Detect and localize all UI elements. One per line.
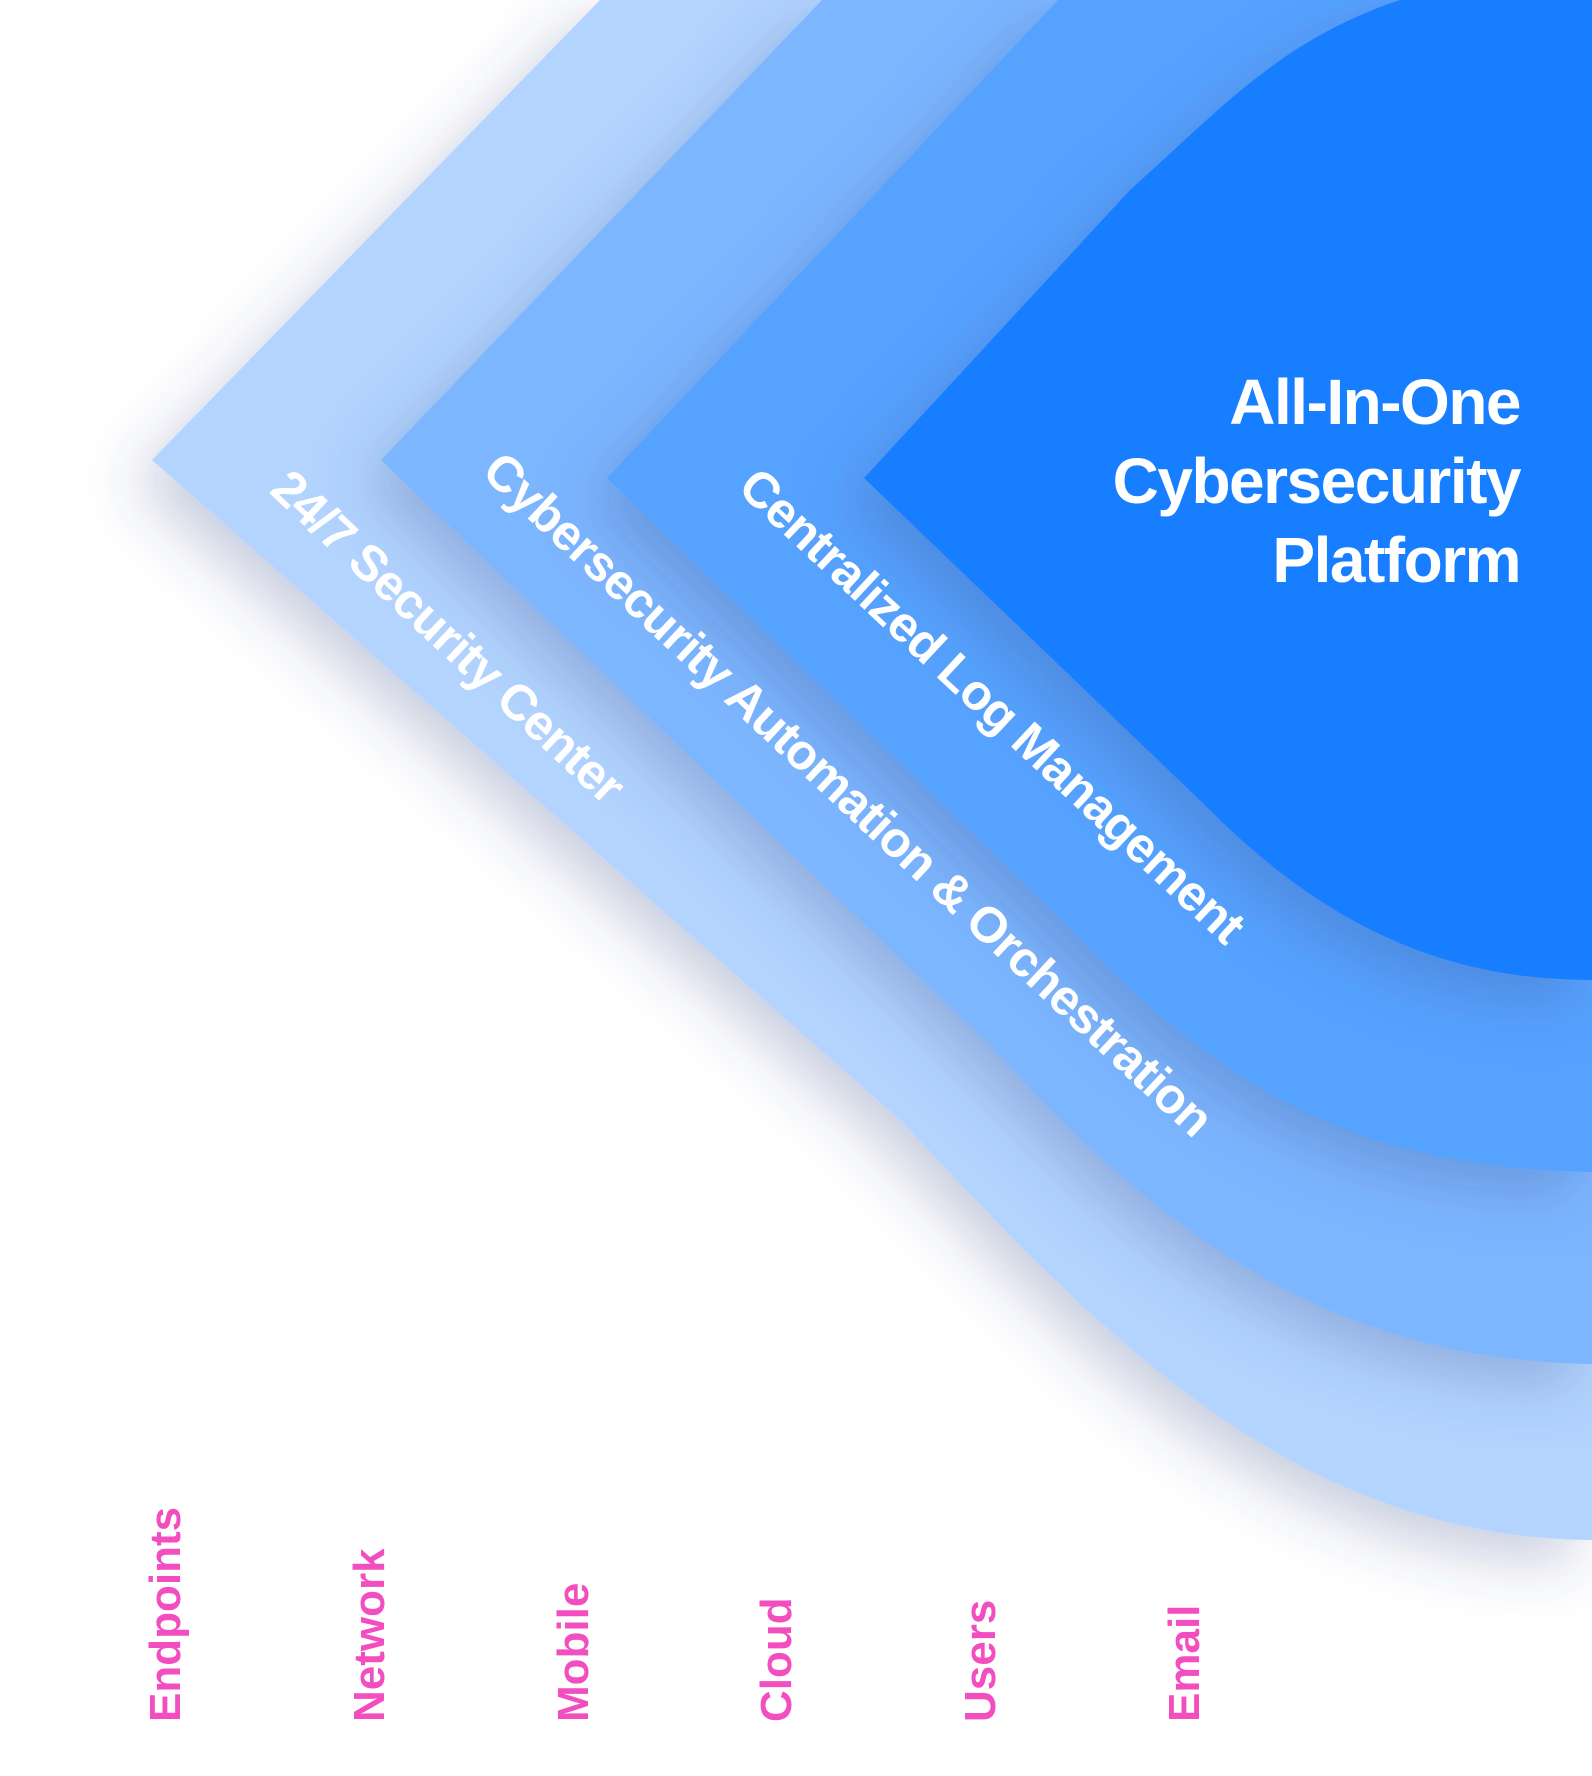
source-label-endpoints: Endpoints: [141, 1507, 190, 1722]
layer-core-platform: [864, 0, 1592, 980]
source-lines: [213, 520, 1236, 1722]
source-label-network: Network: [345, 1548, 394, 1722]
source-label-cloud: Cloud: [752, 1597, 801, 1722]
source-label-users: Users: [956, 1600, 1005, 1722]
title-line-2: Cybersecurity: [1113, 445, 1522, 517]
title-line-3: Platform: [1272, 524, 1520, 596]
source-labels: Endpoints Network Mobile Cloud Users Ema…: [141, 1507, 1209, 1722]
source-label-mobile: Mobile: [549, 1583, 598, 1722]
source-label-email: Email: [1160, 1605, 1209, 1722]
layers: [152, 0, 1592, 1540]
title-line-1: All-In-One: [1229, 366, 1520, 438]
platform-title: All-In-One Cybersecurity Platform: [1113, 366, 1524, 596]
